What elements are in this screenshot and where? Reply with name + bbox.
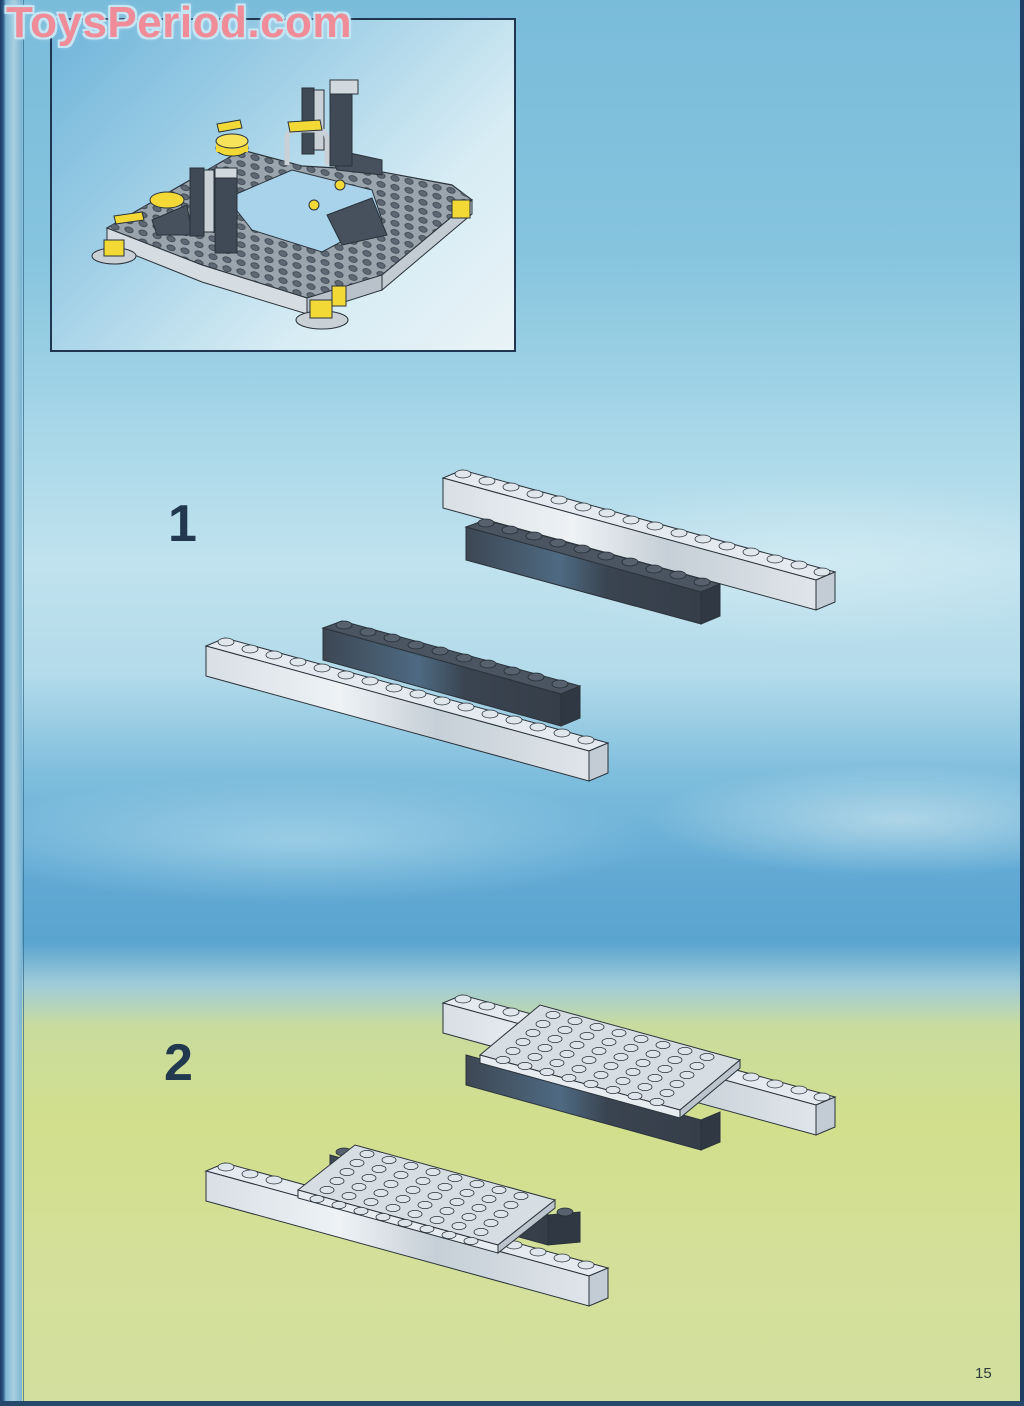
plate-6x8-lower: [296, 1144, 557, 1255]
brick-dark-1x10-upper-2: [465, 1054, 721, 1151]
booklet-spine: [0, 0, 22, 1406]
page-edge: [1020, 0, 1024, 1406]
watermark: ToysPeriod.com: [6, 0, 353, 47]
brick-light-1x16-bottom: [204, 637, 610, 782]
brick-dark-1x10-upper: [464, 518, 722, 625]
brick-light-1x16-top: [441, 469, 837, 611]
step-number-2: 2: [164, 1034, 193, 1092]
plate-6x8-upper: [478, 1004, 742, 1120]
step-number-1: 1: [168, 495, 197, 553]
page-number: 15: [975, 1365, 992, 1382]
model-preview-illustration: [91, 79, 473, 330]
model-preview-inset: [50, 18, 516, 352]
page-edge-bottom: [0, 1401, 1024, 1406]
step2-assembly: [204, 994, 837, 1307]
step1-assembly: [204, 469, 837, 782]
fold-line: [23, 0, 24, 1406]
brick-dark-1x10-lower: [321, 620, 582, 727]
